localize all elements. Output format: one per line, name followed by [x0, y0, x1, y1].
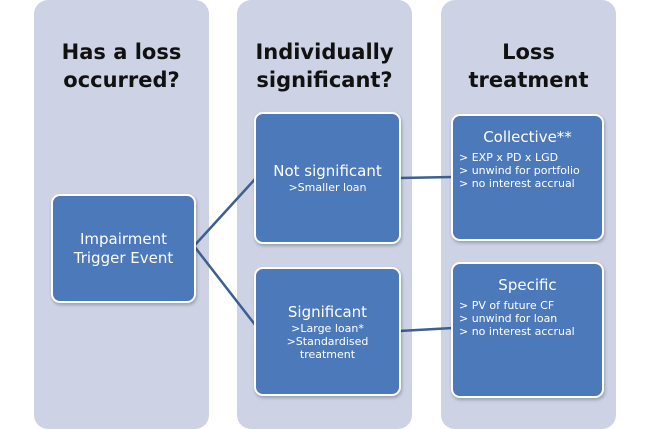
column-title-line: significant?: [256, 68, 393, 92]
significant-box: Significant >Large loan* >Standardised t…: [254, 267, 401, 396]
not-significant-title: Not significant: [273, 162, 382, 180]
collective-item: > no interest accrual: [459, 177, 575, 190]
column-title-line: Loss: [502, 40, 555, 64]
column-title-loss-occurred: Has a loss occurred?: [34, 38, 209, 94]
not-significant-sub: >Smaller loan: [288, 181, 367, 194]
column-title-individually-significant: Individually significant?: [237, 38, 412, 94]
collective-item: > unwind for portfolio: [459, 164, 580, 177]
collective-title: Collective**: [483, 128, 572, 146]
significant-title: Significant: [287, 302, 368, 321]
column-title-line: Individually: [255, 40, 394, 64]
collective-box: Collective** > EXP x PD x LGD > unwind f…: [451, 114, 604, 241]
column-title-line: treatment: [468, 68, 589, 92]
specific-title: Specific: [498, 276, 557, 294]
specific-box: Specific > PV of future CF > unwind for …: [451, 262, 604, 398]
trigger-line: Impairment: [79, 229, 168, 248]
specific-item: > PV of future CF: [459, 299, 555, 312]
specific-item: > no interest accrual: [459, 325, 575, 338]
specific-list: > PV of future CF > unwind for loan > no…: [453, 299, 602, 338]
collective-item: > EXP x PD x LGD: [459, 151, 559, 164]
significant-sub: >Large loan*: [291, 321, 364, 335]
column-title-line: Has a loss: [61, 40, 182, 64]
trigger-event-box: Impairment Trigger Event: [51, 194, 196, 303]
collective-list: > EXP x PD x LGD > unwind for portfolio …: [453, 151, 602, 190]
significant-sub: >Standardised: [286, 334, 369, 348]
specific-item: > unwind for loan: [459, 312, 558, 325]
trigger-line: Trigger Event: [73, 248, 174, 267]
column-title-line: occurred?: [63, 68, 180, 92]
significant-sub: treatment: [299, 347, 356, 361]
column-title-loss-treatment: Loss treatment: [441, 38, 616, 94]
not-significant-box: Not significant >Smaller loan: [254, 112, 401, 244]
